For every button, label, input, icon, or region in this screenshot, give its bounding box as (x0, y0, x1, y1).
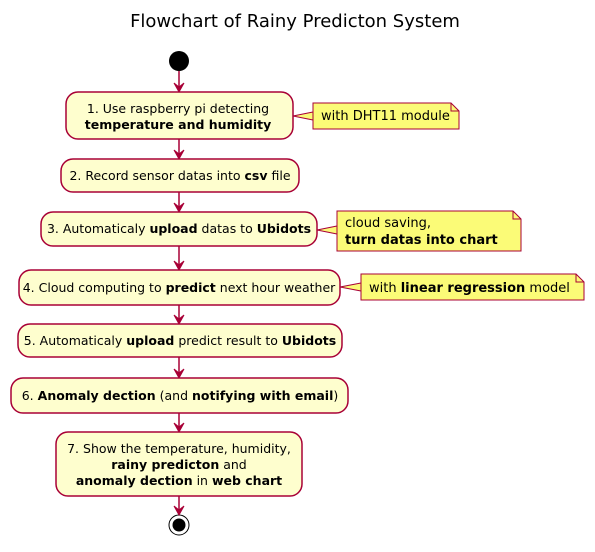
note-2: cloud saving,turn datas into chart (316, 210, 522, 252)
step-label: 4. Cloud computing to predict next hour … (23, 280, 336, 295)
step-box (17, 323, 343, 358)
note-fold (450, 103, 459, 112)
step-box (10, 377, 349, 414)
flow-arrow (173, 305, 185, 326)
end-node (168, 514, 190, 536)
note-connector (339, 282, 362, 292)
note-connector (292, 111, 314, 121)
diagram-title: Flowchart of Rainy Predicton System (130, 11, 460, 32)
note-label: with linear regression model (369, 281, 570, 296)
flow-arrow (173, 71, 185, 94)
note-connector (316, 225, 338, 235)
step-label: 2. Record sensor datas into csv file (69, 168, 290, 183)
note-label: cloud saving,turn datas into chart (345, 216, 498, 248)
note-fold (575, 274, 584, 283)
note-box (336, 210, 522, 252)
step-7: 7. Show the temperature, humidity,rainy … (55, 431, 303, 497)
step-3: 3. Automaticaly upload datas to Ubidots (40, 211, 318, 247)
step-4: 4. Cloud computing to predict next hour … (18, 269, 341, 306)
note-1: with DHT11 module (292, 102, 460, 130)
step-2: 2. Record sensor datas into csv file (60, 158, 300, 193)
step-box (60, 158, 300, 193)
notes-layer: with DHT11 module cloud saving,turn datas… (292, 102, 585, 301)
step-box (40, 211, 318, 247)
step-5: 5. Automaticaly upload predict result to… (17, 323, 343, 358)
step-label: 7. Show the temperature, humidity,rainy … (67, 441, 291, 488)
flow-arrow (173, 496, 185, 517)
note-fold (512, 211, 521, 220)
flow-arrows (173, 71, 185, 517)
step-label: 5. Automaticaly upload predict result to… (24, 333, 336, 348)
note-box (360, 273, 585, 301)
flow-arrow (173, 246, 185, 272)
step-label: 3. Automaticaly upload datas to Ubidots (47, 221, 311, 236)
note-box (312, 102, 460, 130)
flow-arrow (173, 357, 185, 380)
flow-arrow (173, 413, 185, 434)
step-6: 6. Anomaly dection (and notifying with e… (10, 377, 349, 414)
step-box (55, 431, 303, 497)
start-node (169, 51, 189, 71)
flow-arrow (173, 192, 185, 214)
note-3: with linear regression model (339, 273, 585, 301)
step-label: 6. Anomaly dection (and notifying with e… (22, 388, 339, 403)
flow-arrow (173, 139, 185, 161)
note-label: with DHT11 module (321, 109, 450, 124)
